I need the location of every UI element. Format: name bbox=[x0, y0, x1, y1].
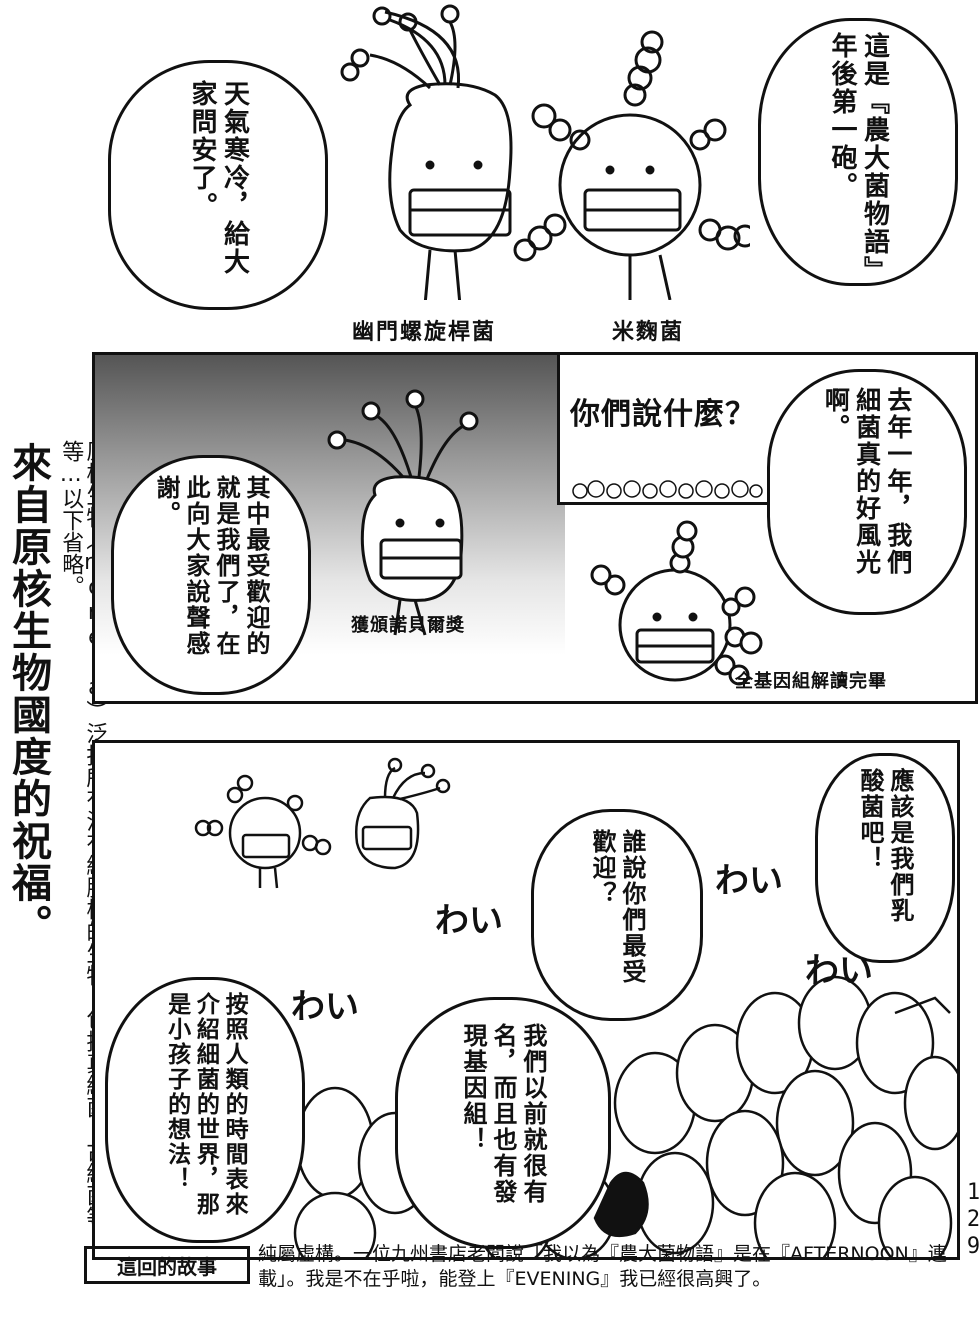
label-aspergillus: 米麴菌 bbox=[612, 320, 685, 345]
speech-bubble-lactic: 應該是我們乳酸菌吧！ bbox=[815, 753, 955, 963]
sfx-cheer: わい bbox=[435, 901, 503, 941]
speech-text: 我們以前就很有名，而且也有發現基因組！ bbox=[459, 1023, 547, 1205]
label-helicobacter: 幽門螺旋桿菌 bbox=[352, 320, 497, 345]
question-text: 你們說什麼？ bbox=[570, 397, 756, 432]
question-box: 你們說什麼？ bbox=[557, 355, 777, 505]
sfx-cheer: わい bbox=[715, 861, 783, 901]
speech-bubble-greeting: 天氣寒冷，給大家問安了。 bbox=[108, 60, 328, 310]
speech-bubble-who: 誰說你們最受歡迎？ bbox=[531, 809, 703, 1021]
label-nobel: 獲頒諾貝爾獎 bbox=[351, 615, 465, 636]
panel-gratitude: 你們說什麼？ 其中最受歡迎的就是我們了，在此向大家說聲感謝。 去年一年，我們細菌… bbox=[92, 352, 978, 704]
page-number: 129 bbox=[961, 1180, 980, 1261]
speech-bubble-glory: 去年一年，我們細菌真的好風光啊。 bbox=[767, 369, 967, 615]
speech-bubble-famous: 我們以前就很有名，而且也有發現基因組！ bbox=[395, 997, 611, 1249]
speech-text: 其中最受歡迎的就是我們了，在此向大家說聲感謝。 bbox=[152, 475, 270, 657]
speech-text: 去年一年，我們細菌真的好風光啊。 bbox=[821, 387, 913, 576]
sfx-cheer: わい bbox=[291, 987, 359, 1027]
speech-bubble-intro: 這是『農大菌物語』年後第一砲。 bbox=[758, 18, 958, 286]
speech-bubble-thanks: 其中最受歡迎的就是我們了，在此向大家說聲感謝。 bbox=[111, 455, 311, 695]
side-title: 來自原核生物國度的祝福。 bbox=[5, 442, 51, 946]
speech-text: 按照人類的時間表來介紹細菌的世界，那是小孩子的想法！ bbox=[163, 992, 248, 1217]
characters-illustration-top bbox=[340, 4, 750, 300]
speech-bubble-child: 按照人類的時間表來介紹細菌的世界，那是小孩子的想法！ bbox=[105, 977, 305, 1243]
panel-crowd: わい わい わい わい 應該是我們乳酸菌吧！ 誰說你們最受歡迎？ 我們以前就很有… bbox=[92, 740, 960, 1260]
speech-text: 這是『農大菌物語』年後第一砲。 bbox=[827, 32, 890, 271]
speech-text: 誰說你們最受歡迎？ bbox=[588, 829, 646, 985]
label-genome: 全基因組解讀完畢 bbox=[735, 671, 887, 692]
speech-text: 天氣寒冷，給大家問安了。 bbox=[187, 80, 250, 276]
crowd-small bbox=[572, 480, 763, 499]
speech-text: 應該是我們乳酸菌吧！ bbox=[856, 768, 914, 924]
footer-label: 這回的故事 bbox=[84, 1246, 250, 1284]
footer-text: 純屬虛構。一位九州書店老闆說「我以為『農大菌物語』是在『AFTERNOON』連載… bbox=[258, 1243, 947, 1290]
characters-illustration-mid bbox=[327, 389, 763, 686]
